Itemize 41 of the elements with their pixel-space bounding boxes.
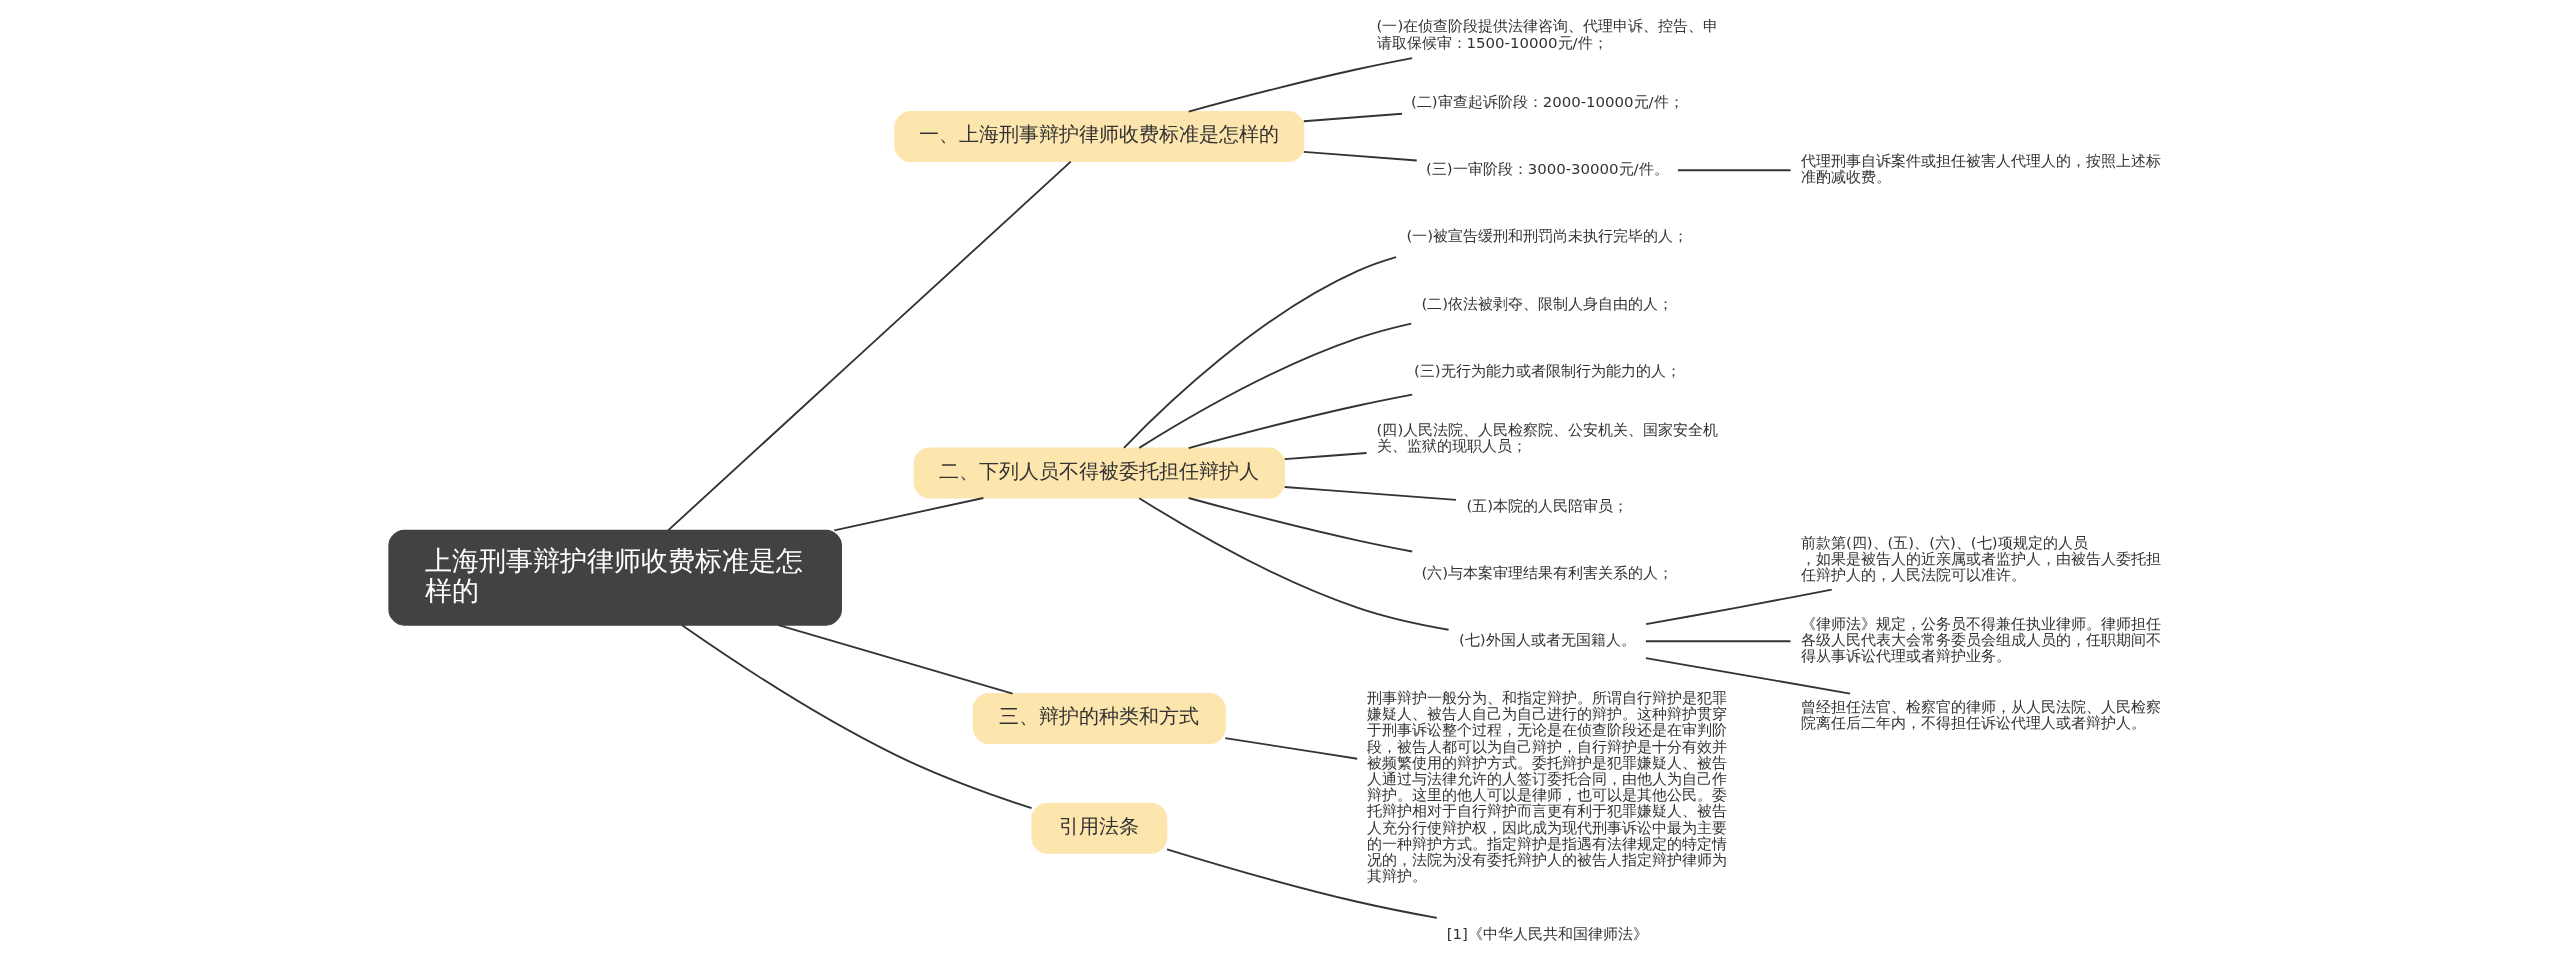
connector	[1123, 256, 1398, 449]
connector	[1187, 497, 1414, 553]
node-text: [1]《中华人民共和国律师法》	[1446, 925, 1648, 944]
node-text: (一)在侦查阶段提供法律咨询、代理申诉、控告、申请取保候审：1500-10000元/件；	[1376, 17, 1719, 52]
node-text: (一)被宣告缓刑和刑罚尚未执行完毕的人；	[1406, 227, 1689, 246]
node-text: 前款第(四)、(五)、(六)、(七)项规定的人员，如果是被告人的近亲属或者监护人，由被告人委托担任辩护人的，人民法院可以准许。	[1800, 533, 2161, 585]
node-text: (六)与本案审理结果有利害关系的人；	[1421, 563, 1674, 582]
connector	[667, 160, 1072, 532]
connector	[1224, 737, 1359, 760]
connector	[1166, 848, 1438, 919]
connector	[681, 624, 1033, 810]
node-text: (五)本院的人民陪审员；	[1466, 496, 1629, 515]
node-text: (二)审查起诉阶段：2000-10000元/件；	[1410, 92, 1684, 111]
connector	[1283, 486, 1457, 501]
connector	[1644, 640, 1792, 643]
connector	[1138, 497, 1450, 631]
node-box: 上海刑事辩护律师收费标准是怎样的	[388, 529, 842, 626]
connector	[1187, 393, 1414, 449]
node-box: 三、辩护的种类和方式	[972, 693, 1226, 745]
node-box: 二、下列人员不得被委托担任辩护人	[913, 447, 1285, 499]
connector	[1677, 169, 1792, 172]
node-text: 曾经担任法官、检察官的律师，从人民法院、人民检察院离任后二年内，不得担任诉讼代理人或者辩护人。	[1800, 697, 2161, 733]
node-text: 《律师法》规定，公务员不得兼任执业律师。律师担任各级人民代表大会常务委员会组成人员的，任职期间不得从事诉讼代理或者辩护业务。	[1800, 614, 2161, 666]
connector	[1645, 588, 1833, 626]
connector	[1187, 57, 1414, 113]
node-text: 代理刑事自诉案件或担任被害人代理人的，按照上述标准酌减收费。	[1800, 151, 2161, 187]
node-text: 刑事辩护一般分为、和指定辩护。所谓自行辩护是犯罪嫌疑人、被告人自己为自己进行的辩护。这种辩护贯穿于刑事诉讼整个过程，无论是在侦查阶段还是在审判阶段，被告人都可以为自己辩护，自行辩护是十分有效并被频繁使用的辩护方式。委托辩护是犯罪嫌疑人、被告人通过与法律允许的人签订委托合同，由他人为自己作辩护。这里的他人可以是律师，也可以是其他公民。委托辩护相对于自行辩护而言更有利于犯罪嫌疑人、被告人充分行使辩护权，因此成为现代刑事诉讼中最为主要的一种辩护方式。指定辩护是指遇有法律规定的特定情况的，法院为没有委托辩护人的被告人指定辩护律师为其辩护。	[1367, 689, 1728, 886]
node-text: (七)外国人或者无国籍人。	[1458, 631, 1636, 650]
connector	[777, 624, 1014, 695]
node-text: (四)人民法院、人民检察院、公安机关、国家安全机关、监狱的现职人员；	[1376, 421, 1719, 456]
connector	[1644, 657, 1851, 695]
connector	[1302, 150, 1418, 162]
connector	[833, 497, 985, 532]
node-text: (三)一审阶段：3000-30000元/件。	[1425, 160, 1669, 179]
node-text: (二)依法被剥夺、限制人身自由的人；	[1421, 294, 1674, 313]
node-box: 引用法条	[1031, 802, 1168, 854]
connector	[1283, 452, 1368, 461]
node-text: (三)无行为能力或者限制行为能力的人；	[1413, 361, 1681, 380]
connector	[1302, 112, 1403, 123]
connector	[1138, 322, 1413, 449]
node-box: 一、上海刑事辩护律师收费标准是怎样的	[894, 111, 1305, 163]
